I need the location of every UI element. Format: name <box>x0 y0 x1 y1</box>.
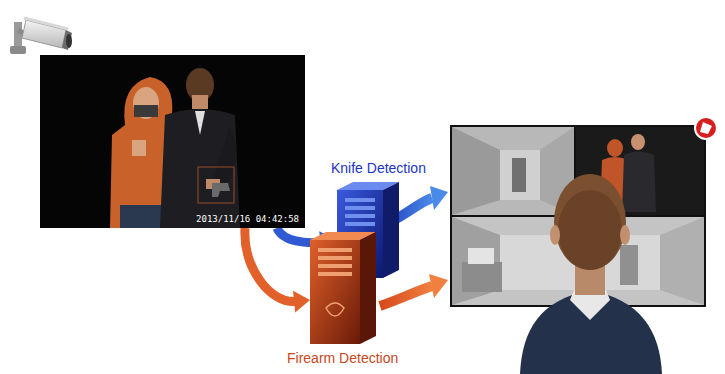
server-label: Firearm Detection <box>287 350 398 366</box>
flow-arrow <box>245 228 310 313</box>
timestamp: 2013/11/16 04:42:58 <box>196 214 299 224</box>
monitor-screen <box>450 125 706 374</box>
arrow-line <box>245 228 296 302</box>
server-label: Knife Detection <box>331 160 426 176</box>
output-arrow <box>380 274 448 306</box>
firearm-server: Firearm Detection <box>278 228 408 370</box>
camera-photo: 2013/11/16 04:42:58 <box>40 55 305 228</box>
cctv-camera <box>10 18 72 54</box>
alarm-icon <box>695 117 717 139</box>
photo-scene <box>40 55 305 228</box>
server-tower <box>278 228 408 348</box>
output-arrow <box>394 186 448 220</box>
